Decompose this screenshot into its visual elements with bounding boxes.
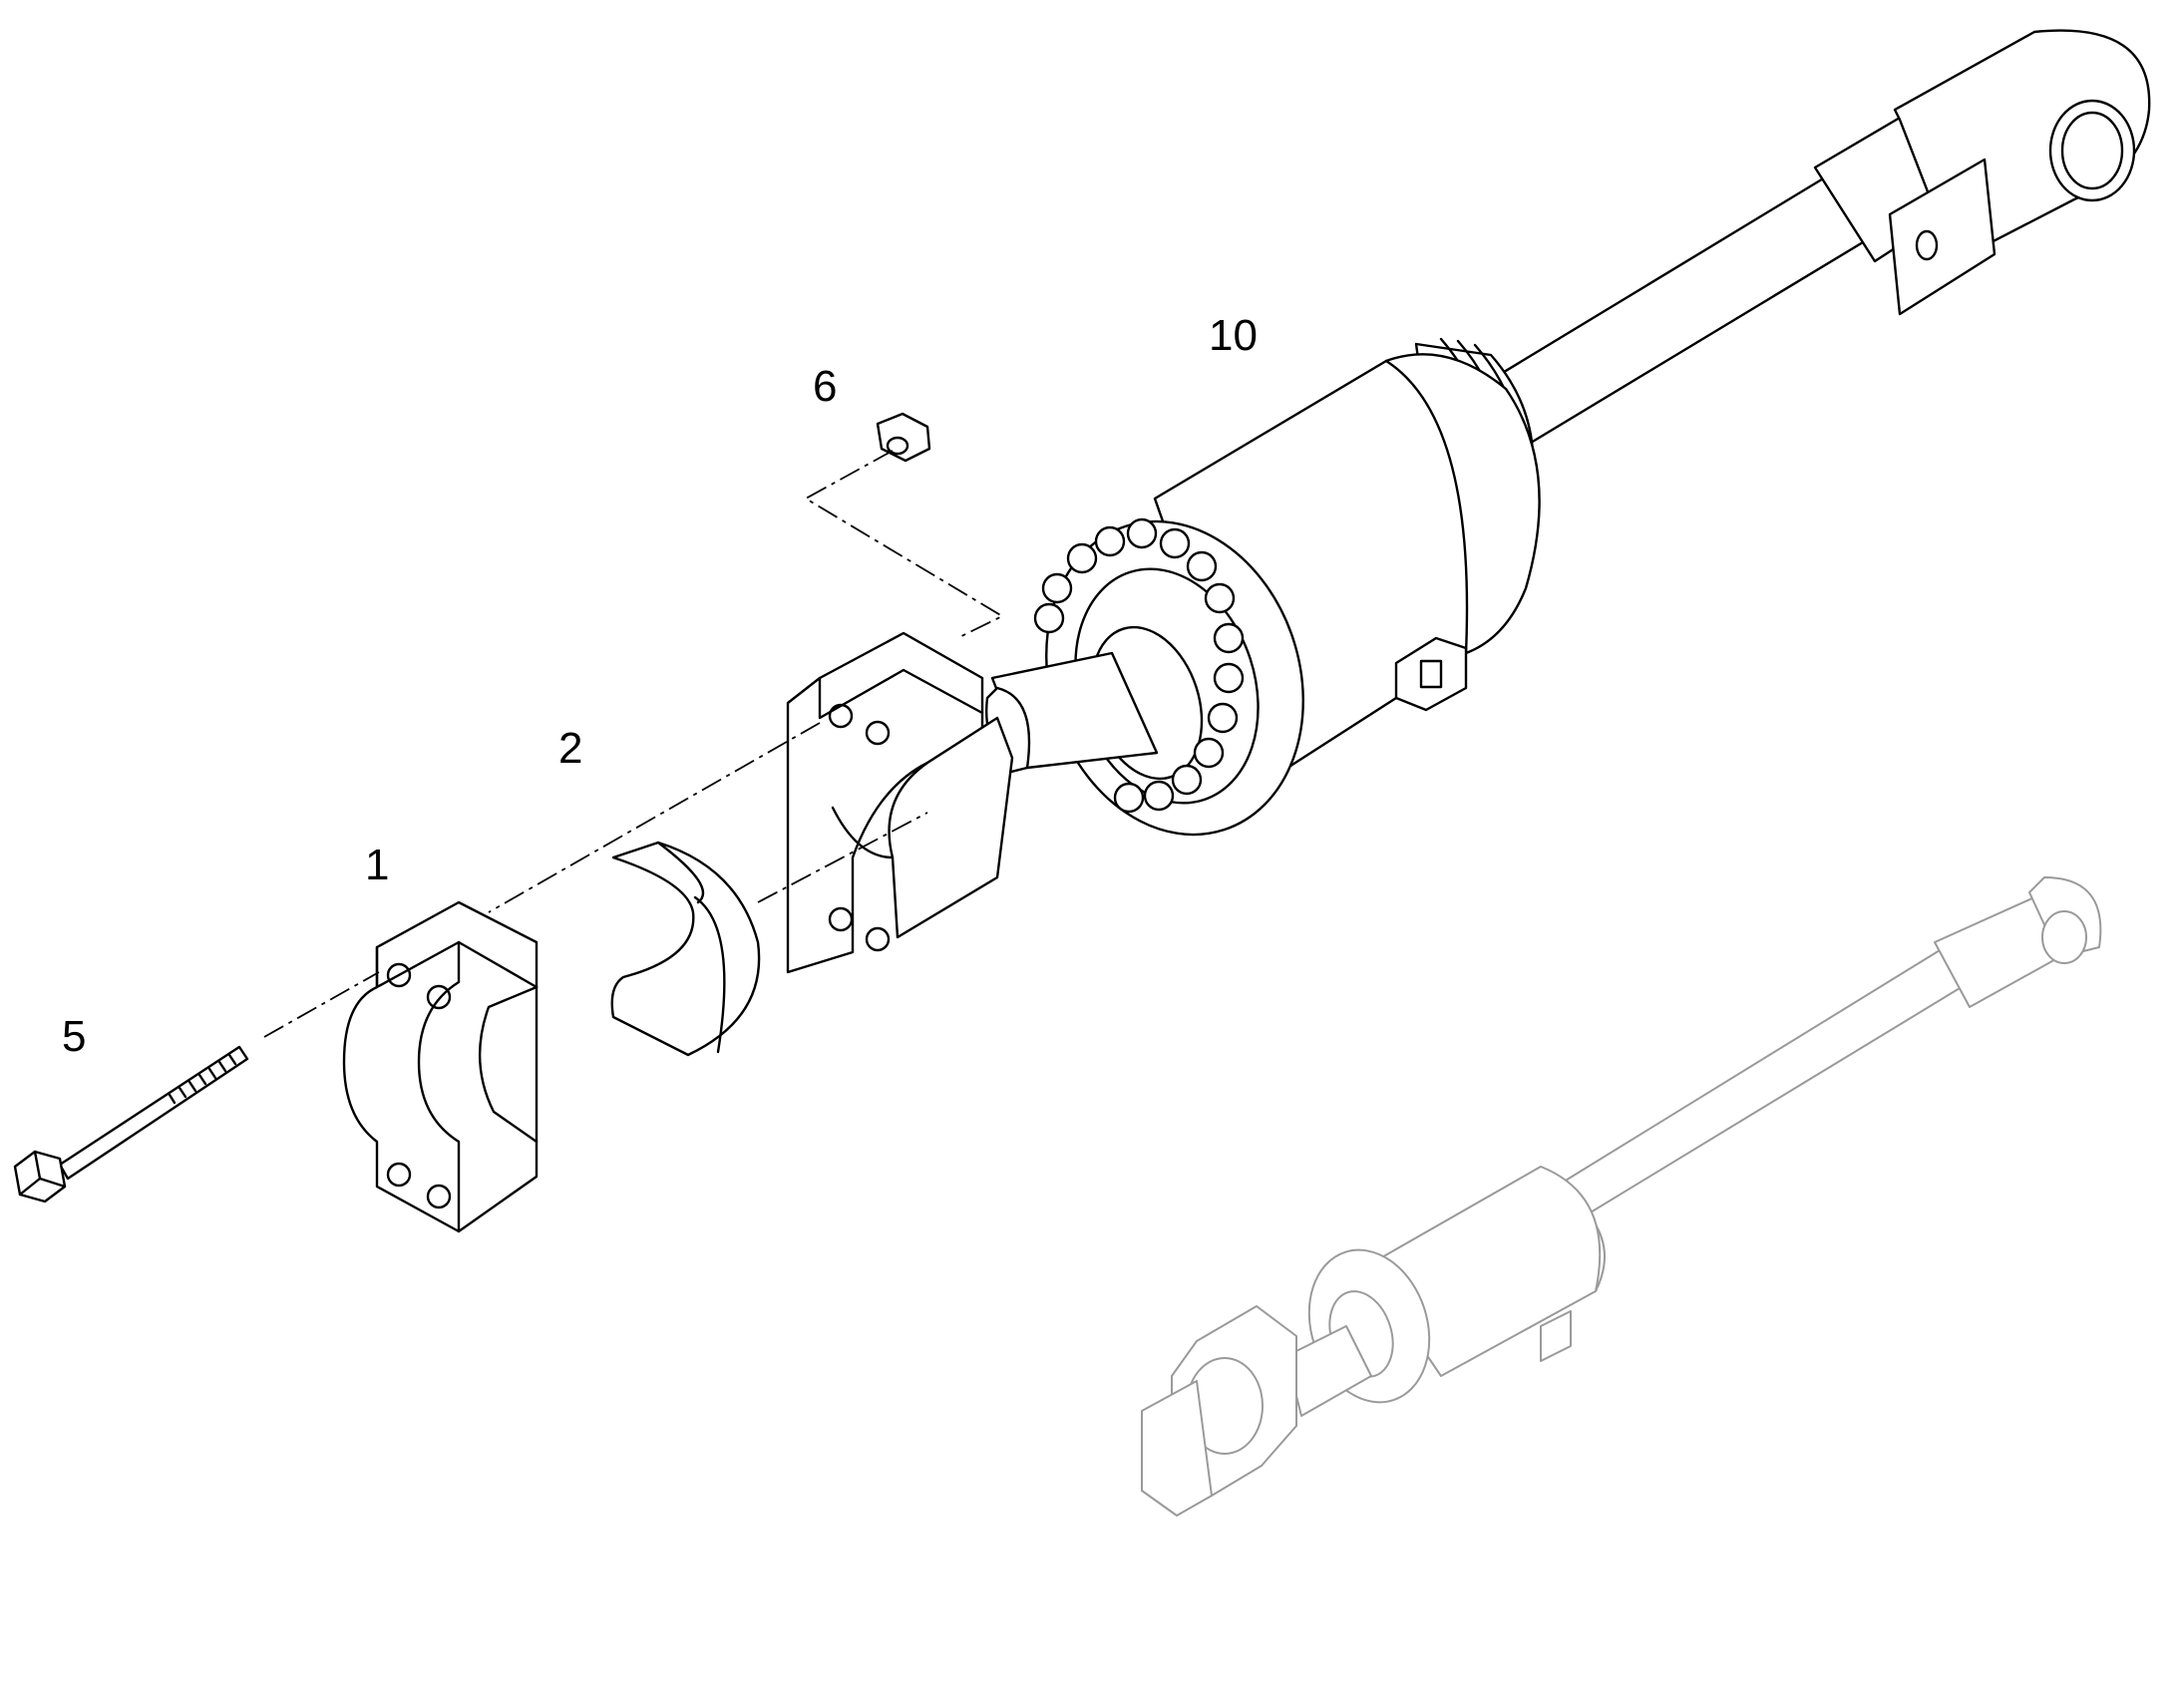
nut-part-6 [876, 412, 931, 463]
flange-bolts [1033, 517, 1245, 814]
callout-6: 6 [813, 362, 837, 411]
callout-1: 1 [365, 841, 389, 889]
bushing-half-part-2 [610, 841, 761, 1057]
callout-10: 10 [1209, 311, 1258, 360]
bolt-part-5 [13, 1045, 249, 1203]
hydraulic-cylinder-main [786, 29, 2151, 974]
assembly-centerlines [263, 450, 1004, 1038]
assembled-view-ghost [1141, 876, 2102, 1517]
callout-2: 2 [558, 724, 582, 773]
clamp-half-part-1 [342, 900, 539, 1233]
callout-5: 5 [62, 1012, 86, 1061]
